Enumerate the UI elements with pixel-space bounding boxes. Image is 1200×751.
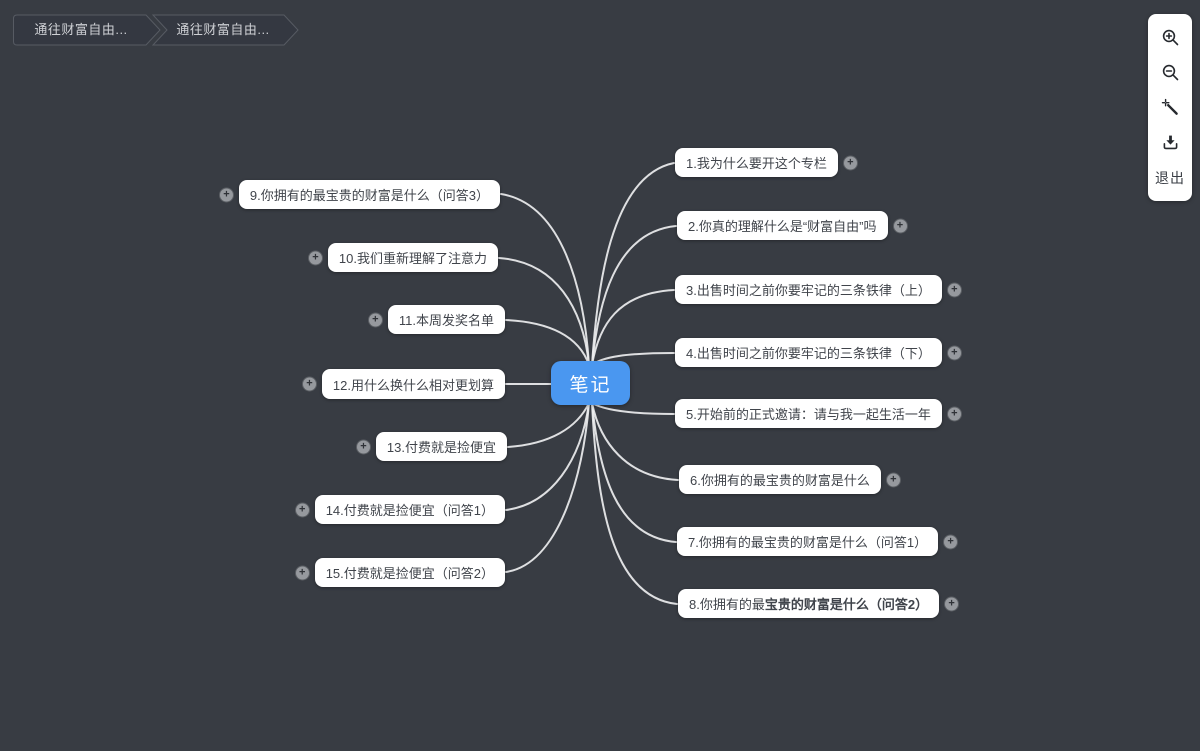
- expand-icon[interactable]: [893, 219, 907, 232]
- edge-line: [591, 289, 675, 366]
- node-label-bold: 宝贵的财富是什么（问答2）: [764, 597, 929, 612]
- download-icon: [1161, 133, 1180, 152]
- zoom-in-icon: [1161, 28, 1180, 47]
- mindmap-node-8[interactable]: 8.你拥有的最宝贵的财富是什么（问答2）: [678, 589, 959, 618]
- toolbar: 退出: [1148, 14, 1192, 201]
- mindmap-node-1[interactable]: 1.我为什么要开这个专栏: [675, 148, 857, 177]
- zoom-out-button[interactable]: [1152, 59, 1188, 85]
- node-label: 14.付费就是捡便宜（问答1）: [325, 503, 494, 518]
- node-label: 9.你拥有的最宝贵的财富是什么（问答3）: [249, 188, 489, 203]
- mindmap-node-3[interactable]: 3.出售时间之前你要牢记的三条铁律（上）: [675, 275, 961, 304]
- edge-line: [591, 225, 677, 366]
- expand-icon[interactable]: [295, 566, 309, 579]
- node-label: 6.你拥有的最宝贵的财富是什么: [690, 473, 870, 488]
- exit-button[interactable]: 退出: [1152, 165, 1188, 191]
- expand-icon[interactable]: [947, 346, 961, 359]
- mindmap-node-7[interactable]: 7.你拥有的最宝贵的财富是什么（问答1）: [677, 527, 958, 556]
- zoom-in-button[interactable]: [1152, 24, 1188, 50]
- mindmap-node-2[interactable]: 2.你真的理解什么是“财富自由”吗: [677, 211, 907, 240]
- expand-icon[interactable]: [295, 503, 309, 516]
- mindmap-node-11[interactable]: 11.本周发奖名单: [368, 305, 505, 334]
- expand-icon[interactable]: [945, 597, 959, 610]
- root-node-label: 笔记: [569, 374, 612, 396]
- node-label: 2.你真的理解什么是“财富自由”吗: [688, 219, 877, 234]
- node-label: 13.付费就是捡便宜: [386, 440, 496, 455]
- breadcrumb-tab-shapes: [13, 14, 299, 46]
- mindmap-node-12[interactable]: 12.用什么换什么相对更划算: [302, 369, 505, 399]
- node-label: 1.我为什么要开这个专栏: [686, 156, 827, 171]
- root-node[interactable]: 笔记: [551, 361, 630, 405]
- expand-icon[interactable]: [356, 440, 370, 453]
- edge-line: [505, 402, 590, 573]
- mindmap-node-14[interactable]: 14.付费就是捡便宜（问答1）: [295, 495, 505, 524]
- edge-line: [500, 193, 590, 366]
- exit-button-label: 退出: [1155, 170, 1185, 186]
- edge-line: [507, 402, 590, 448]
- edge-line: [591, 402, 679, 481]
- mindmap-node-4[interactable]: 4.出售时间之前你要牢记的三条铁律（下）: [675, 338, 961, 367]
- expand-icon[interactable]: [944, 535, 958, 548]
- mindmap-node-9[interactable]: 9.你拥有的最宝贵的财富是什么（问答3）: [219, 180, 500, 209]
- edge-line: [591, 402, 675, 415]
- edge-line: [591, 162, 675, 366]
- edge-line: [498, 257, 590, 366]
- expand-icon[interactable]: [886, 473, 900, 486]
- edge-line: [591, 402, 677, 543]
- magic-wand-icon: [1161, 98, 1180, 117]
- node-label: 3.出售时间之前你要牢记的三条铁律（上）: [686, 283, 931, 298]
- download-button[interactable]: [1152, 130, 1188, 156]
- edge-line: [505, 319, 590, 366]
- node-label: 11.本周发奖名单: [398, 313, 494, 328]
- mindmap-node-15[interactable]: 15.付费就是捡便宜（问答2）: [295, 558, 505, 587]
- edge-line: [505, 402, 590, 511]
- node-label: 5.开始前的正式邀请：请与我一起生活一年: [686, 407, 931, 422]
- breadcrumb: 通往财富自由... 通往财富自由...: [12, 14, 312, 48]
- expand-icon[interactable]: [302, 377, 316, 391]
- mindmap-node-6[interactable]: 6.你拥有的最宝贵的财富是什么: [679, 465, 900, 494]
- zoom-out-icon: [1161, 63, 1180, 82]
- expand-icon[interactable]: [947, 407, 961, 420]
- node-label: 15.付费就是捡便宜（问答2）: [325, 566, 494, 581]
- node-label: 10.我们重新理解了注意力: [338, 251, 487, 266]
- expand-icon[interactable]: [219, 188, 233, 201]
- node-label: 4.出售时间之前你要牢记的三条铁律（下）: [686, 346, 931, 361]
- node-label: 8.你拥有的最: [689, 597, 765, 612]
- edge-line: [591, 402, 678, 605]
- expand-icon[interactable]: [947, 283, 961, 296]
- expand-icon[interactable]: [308, 251, 322, 264]
- node-label: 12.用什么换什么相对更划算: [332, 377, 494, 393]
- expand-icon[interactable]: [368, 313, 382, 326]
- mindmap-node-5[interactable]: 5.开始前的正式邀请：请与我一起生活一年: [675, 399, 961, 428]
- magic-wand-button[interactable]: [1152, 95, 1188, 121]
- mindmap-node-13[interactable]: 13.付费就是捡便宜: [356, 432, 507, 461]
- mindmap-node-10[interactable]: 10.我们重新理解了注意力: [308, 243, 498, 272]
- expand-icon[interactable]: [843, 156, 857, 169]
- node-label: 7.你拥有的最宝贵的财富是什么（问答1）: [688, 535, 928, 550]
